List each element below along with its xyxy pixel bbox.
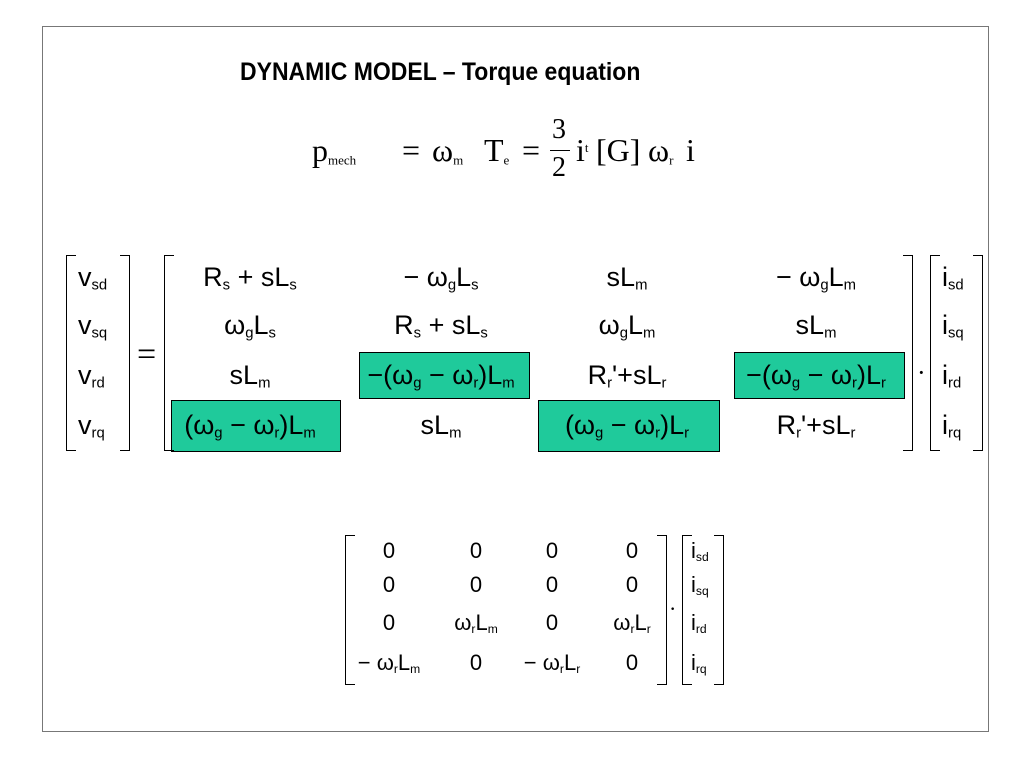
matrix1-cell-r4c2: sLm (420, 410, 462, 442)
eq-G: [G] (596, 132, 641, 168)
matrix1-cell-r1c1: Rs + sLs (203, 262, 297, 294)
eq-torque: T (484, 132, 504, 168)
current-vector-2-entry: ird (691, 610, 707, 637)
matrix2-right-bracket (657, 535, 667, 685)
equals-sign: = (137, 336, 157, 373)
matrix1-cell-r3c1: sLm (229, 360, 271, 392)
i-vector2-right-bracket (714, 535, 724, 685)
highlight-cell-r3c2 (359, 352, 530, 399)
highlight-cell-r4c1 (171, 400, 341, 452)
matrix2-cell-r3c1: 0 (382, 610, 396, 635)
slide-frame (42, 26, 989, 732)
matrix2-left-bracket (345, 535, 355, 685)
matrix1-cell-r2c3: ωgLm (598, 310, 656, 342)
i-vector1-right-bracket (973, 255, 983, 451)
matrix2-cell-r1c2: 0 (469, 538, 483, 563)
eq-equals-1: = (402, 132, 421, 168)
voltage-vector-entry: vsq (78, 310, 108, 342)
matrix1-cell-r2c4: sLm (795, 310, 837, 342)
multiply-dot-2: · (669, 596, 677, 621)
eq-lhs-sub: mech (328, 152, 357, 168)
matrix1-cell-r1c2: − ωgLs (403, 262, 479, 294)
highlight-cell-r3c4 (734, 352, 905, 399)
eq-frac-den: 2 (552, 152, 566, 183)
current-vector-2-entry: isq (691, 572, 709, 599)
current-vector-2-entry: irq (691, 650, 707, 677)
matrix1-cell-r3c2: −(ωg − ωr)Lm (367, 360, 515, 392)
matrix2-cell-r2c3: 0 (545, 572, 559, 597)
matrix2-cell-r4c2: 0 (469, 650, 483, 675)
eq-torque-sub: e (503, 152, 510, 168)
matrix2-cell-r1c4: 0 (625, 538, 639, 563)
slide-title: DYNAMIC MODEL – Torque equation (240, 58, 641, 86)
eq-lhs: p (312, 132, 328, 168)
matrix2-cell-r3c4: ωrLr (613, 610, 651, 637)
v-vector-right-bracket (120, 255, 130, 451)
eq-omega-r: ω (648, 132, 670, 168)
matrix1-cell-r1c4: − ωgLm (775, 262, 857, 294)
matrix2-cell-r2c4: 0 (625, 572, 639, 597)
eq-omega-m-sub: m (453, 152, 464, 168)
matrix2-cell-r3c2: ωrLm (454, 610, 498, 637)
matrix1-cell-r2c1: ωgLs (224, 310, 276, 342)
eq-i-2: i (686, 132, 695, 168)
highlight-cell-r4c3 (538, 400, 720, 452)
eq-frac-bar (550, 150, 570, 151)
matrix2-cell-r1c1: 0 (382, 538, 396, 563)
matrix2-cell-r2c2: 0 (469, 572, 483, 597)
matrix1-cell-r3c4: −(ωg − ωr)Lr (746, 360, 886, 392)
eq-i-sup: t (584, 139, 589, 155)
eq-i: i (576, 132, 585, 168)
matrix2-cell-r4c4: 0 (625, 650, 639, 675)
matrix1-cell-r1c3: sLm (606, 262, 648, 294)
matrix1-cell-r4c4: Rr'+sLr (776, 410, 856, 442)
v-vector-left-bracket (66, 255, 76, 451)
matrix2-cell-r3c3: 0 (545, 610, 559, 635)
matrix2-cell-r1c3: 0 (545, 538, 559, 563)
matrix2-cell-r4c1: − ωrLm (357, 650, 421, 677)
eq-frac-num: 3 (552, 114, 566, 145)
current-vector-1-entry: isd (942, 262, 964, 294)
current-vector-1-entry: isq (942, 310, 964, 342)
eq-omega-m: ω (432, 132, 454, 168)
current-vector-1-entry: ird (942, 360, 962, 392)
matrix1-cell-r2c2: Rs + sLs (394, 310, 488, 342)
matrix1-cell-r4c1: (ωg − ωr)Lm (184, 410, 316, 442)
voltage-vector-entry: vrq (78, 410, 105, 442)
current-vector-2-entry: isd (691, 538, 709, 565)
i-vector2-left-bracket (682, 535, 692, 685)
voltage-vector-entry: vrd (78, 360, 105, 392)
matrix1-left-bracket (164, 255, 174, 451)
matrix2-cell-r4c3: − ωrLr (523, 650, 581, 677)
eq-equals-2: = (522, 132, 541, 168)
matrix1-right-bracket (903, 255, 913, 451)
eq-omega-r-sub: r (669, 152, 674, 168)
multiply-dot-1: · (917, 358, 926, 387)
voltage-vector-entry: vsd (78, 262, 108, 294)
matrix2-cell-r2c1: 0 (382, 572, 396, 597)
matrix1-cell-r4c3: (ωg − ωr)Lr (564, 410, 690, 442)
i-vector1-left-bracket (930, 255, 940, 451)
matrix1-cell-r3c3: Rr'+sLr (587, 360, 667, 392)
current-vector-1-entry: irq (942, 410, 962, 442)
